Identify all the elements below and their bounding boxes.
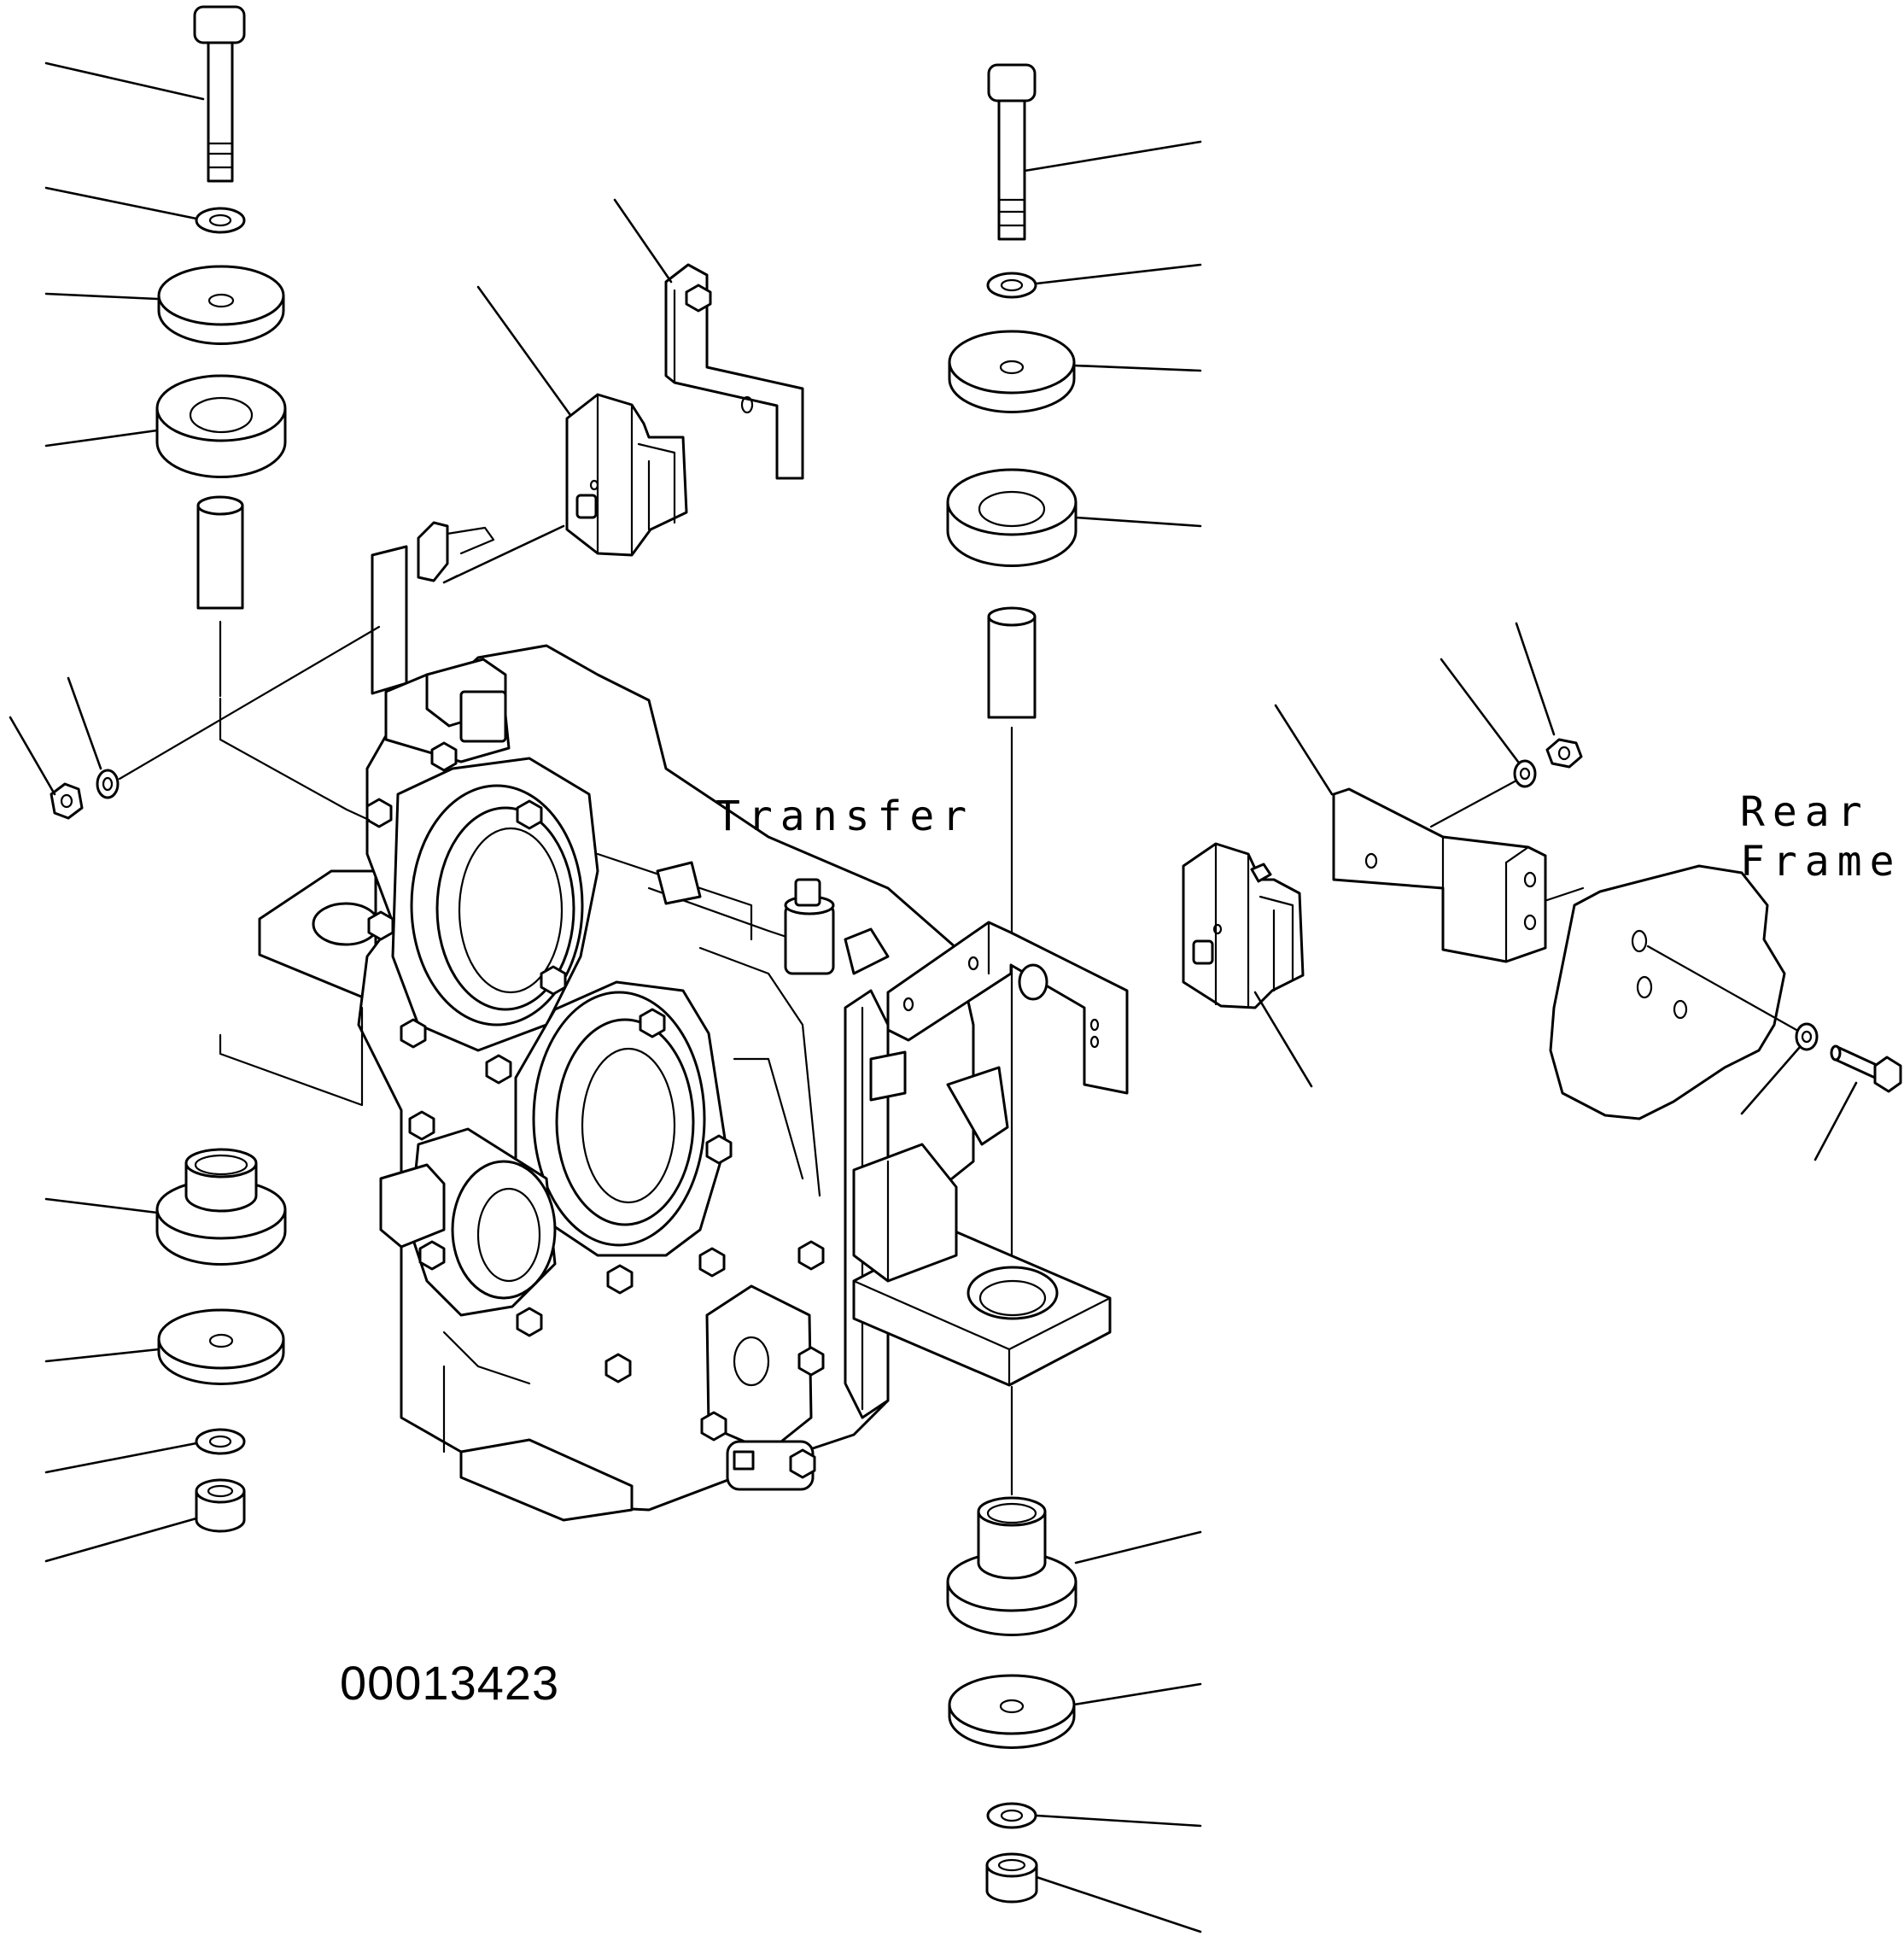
rear-rubber-mount [1182, 842, 1305, 1009]
left-small-washer-top [195, 207, 246, 234]
right-lower-small-washer [986, 1802, 1037, 1829]
housing-bolts [365, 741, 825, 1479]
drawing-number: 00013423 [340, 1656, 560, 1710]
right-rubber-cushion-top [946, 468, 1078, 567]
upper-rubber-mount [565, 393, 688, 557]
transfer-housing [258, 545, 1009, 1522]
rear-frame-plate [1549, 864, 1786, 1120]
left-flat-washer-top [157, 265, 285, 345]
right-lower-nut [985, 1852, 1038, 1904]
left-lower-nut [195, 1478, 246, 1533]
rear-frame-label-line1: Rear [1740, 788, 1870, 836]
stud-plate-connector [417, 521, 495, 582]
right-angle-bracket [886, 921, 1129, 1095]
right-lower-cushion [946, 1496, 1078, 1636]
leader-lines [9, 61, 1858, 1933]
left-mount-bolt [193, 5, 246, 183]
upper-l-bracket [664, 263, 804, 480]
rear-bolt [1830, 1044, 1902, 1093]
rear-nut [1545, 738, 1583, 769]
rear-l-bracket [1332, 787, 1547, 963]
right-lower-flat-washer [948, 1674, 1076, 1749]
left-side-washer [96, 769, 120, 799]
rear-frame-label-line2: Frame [1740, 838, 1902, 886]
left-lower-cushion [155, 1148, 287, 1266]
left-lower-flat-washer [157, 1308, 285, 1385]
left-sleeve-collar [196, 495, 244, 610]
right-support-block [852, 1143, 1112, 1387]
right-flat-washer-top [948, 330, 1076, 413]
rear-washer-bottom [1795, 1022, 1819, 1051]
transfer-label: Transfer [715, 793, 975, 840]
right-sleeve-collar [987, 606, 1037, 719]
left-rubber-cushion-top [155, 374, 287, 478]
right-small-washer-top [986, 272, 1037, 299]
right-mount-bolt [987, 63, 1037, 241]
left-lower-small-washer [195, 1428, 246, 1455]
left-side-nut [50, 782, 84, 820]
rear-frame-label: Rear Frame [1740, 787, 1902, 886]
rear-washer-top [1513, 759, 1537, 788]
